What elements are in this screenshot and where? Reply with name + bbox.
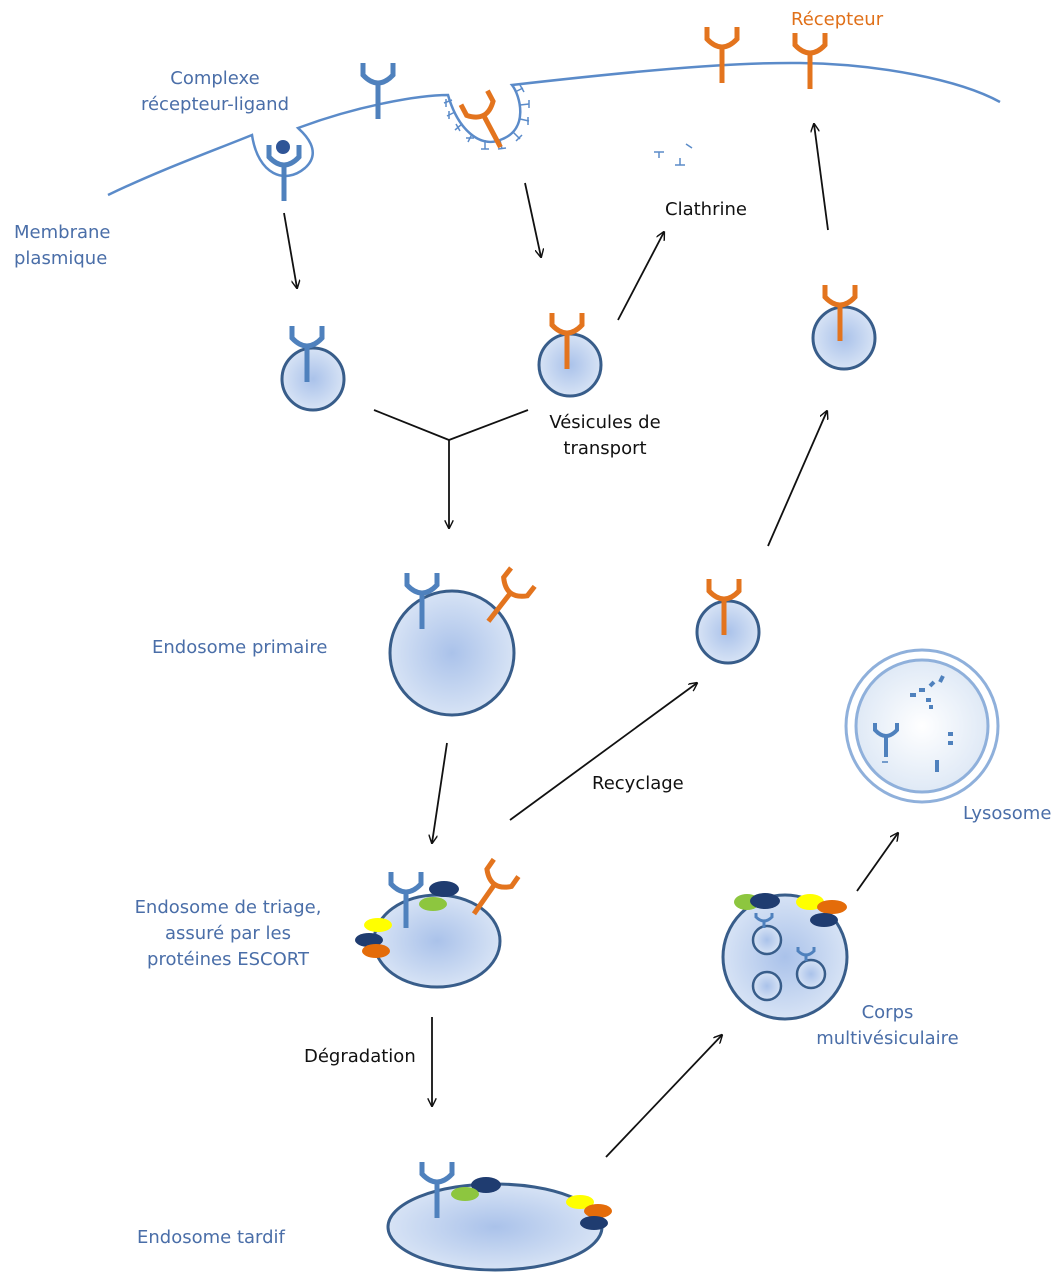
escrt-protein-icon: [796, 894, 824, 910]
escrt-protein-icon: [429, 881, 459, 897]
endosome-de-triage: [355, 859, 518, 989]
clathrin-fragment-icon: [654, 143, 693, 166]
label-complexe: Complexe récepteur-ligand: [140, 68, 290, 115]
escrt-protein-icon: [355, 933, 383, 947]
receptor-y-icon: [461, 91, 514, 155]
receptor-y-icon: [363, 63, 393, 119]
label-endosome-de-triage: Endosome de triage, assuré par les proté…: [134, 897, 322, 970]
label-vesicules-de-transport: Vésicules de transport: [549, 412, 661, 459]
transport-vesicle-orange: [537, 313, 603, 398]
corps-multivesiculaire: [721, 893, 849, 1021]
escrt-protein-icon: [364, 918, 392, 932]
transport-vesicle-blue: [280, 326, 346, 412]
label-lysosome: Lysosome: [963, 803, 1052, 824]
escrt-protein-icon: [451, 1187, 479, 1201]
escrt-protein-icon: [566, 1195, 594, 1209]
ligand-icon: [276, 140, 290, 154]
escrt-protein-icon: [471, 1177, 501, 1193]
label-endosome-tardif: Endosome tardif: [137, 1227, 285, 1248]
plasma-membrane: [107, 61, 1001, 197]
escrt-protein-icon: [810, 913, 838, 927]
escrt-protein-icon: [750, 893, 780, 909]
escrt-protein-icon: [580, 1216, 608, 1230]
label-degradation: Dégradation: [304, 1046, 416, 1067]
recycling-vesicle-mid: [695, 579, 761, 665]
label-corps-multivesiculaire: Corps multivésiculaire: [816, 1002, 959, 1049]
label-membrane-plasmique: Membrane plasmique: [14, 222, 111, 269]
escrt-protein-icon: [419, 897, 447, 911]
endosome-primaire: [388, 568, 535, 717]
escrt-protein-icon: [362, 944, 390, 958]
label-clathrine: Clathrine: [665, 199, 747, 220]
receptor-y-icon: [707, 27, 737, 83]
label-recepteur: Récepteur: [791, 9, 884, 30]
endosome-tardif: [386, 1162, 612, 1272]
escrt-protein-icon: [817, 900, 847, 914]
pathway-arrows: [283, 124, 898, 1158]
clathrin-coated-pit: [443, 84, 530, 150]
recycling-vesicle-top: [811, 285, 877, 371]
label-recyclage: Recyclage: [592, 773, 684, 794]
escrt-protein-icon: [584, 1204, 612, 1218]
merge-lines: [373, 409, 529, 441]
label-endosome-primaire: Endosome primaire: [152, 637, 328, 658]
lysosome: [844, 648, 1000, 804]
receptor-y-icon: [795, 33, 825, 89]
